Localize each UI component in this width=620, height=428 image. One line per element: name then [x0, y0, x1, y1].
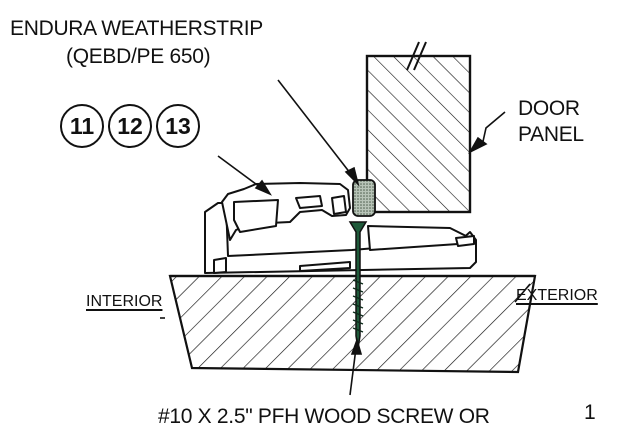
door-panel [365, 41, 472, 214]
weatherstrip [352, 179, 376, 217]
callout-12: 12 [108, 104, 152, 148]
callout-13: 13 [156, 104, 200, 148]
weatherstrip-label-line2: (QEBD/PE 650) [66, 45, 211, 68]
subfloor [168, 274, 537, 374]
page-number: 1 [584, 401, 596, 424]
leader-lines [160, 79, 531, 396]
interior-label: INTERIOR [86, 293, 163, 310]
door-label-line1: DOOR [518, 97, 580, 120]
screw-label: #10 X 2.5" PFH WOOD SCREW OR [158, 405, 490, 428]
wood-screw [348, 221, 368, 349]
exterior-label: EXTERIOR [516, 287, 598, 304]
callout-11: 11 [60, 104, 104, 148]
weatherstrip-label-line1: ENDURA WEATHERSTRIP [10, 17, 263, 40]
door-label-line2: PANEL [518, 123, 584, 146]
threshold-profile [204, 182, 477, 274]
